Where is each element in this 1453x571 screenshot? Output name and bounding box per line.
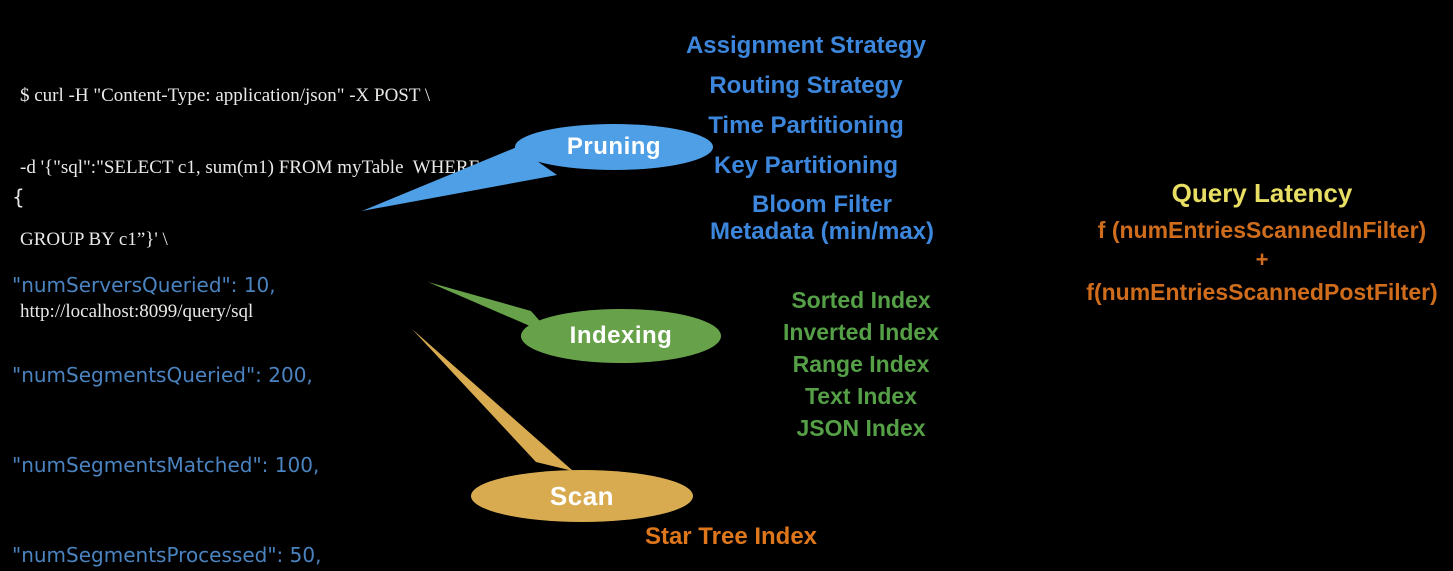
indexing-item-inverted-index: Inverted Index bbox=[783, 319, 939, 345]
json-field-numSegmentsQueried: "numSegmentsQueried": 200, bbox=[12, 363, 313, 387]
indexing-item-json-index: JSON Index bbox=[796, 415, 926, 441]
pruning-techniques-sublist: Bloom Filter Metadata (min/max) bbox=[647, 191, 997, 245]
terminal-command-line: $ curl -H "Content-Type: application/jso… bbox=[20, 85, 431, 106]
indexing-item-range-index: Range Index bbox=[792, 351, 930, 377]
terminal-command-line: http://localhost:8099/query/sql bbox=[20, 301, 254, 322]
pruning-techniques-list: Assignment Strategy Routing Strategy Tim… bbox=[631, 26, 981, 186]
json-open-brace: { bbox=[12, 185, 25, 209]
latency-term-post-filter: f(numEntriesScannedPostFilter) bbox=[1086, 279, 1438, 305]
scan-star-tree-index-label: Star Tree Index bbox=[644, 523, 818, 550]
json-field-numServersQueried: "numServersQueried": 10, bbox=[12, 273, 276, 297]
indexing-bubble-label: Indexing bbox=[569, 322, 673, 349]
scan-bubble-label: Scan bbox=[549, 481, 615, 511]
pruning-item-key-partitioning: Key Partitioning bbox=[713, 152, 899, 179]
indexing-techniques-list: Sorted Index Inverted Index Range Index … bbox=[686, 284, 1036, 444]
query-response-json: { "numServersQueried": 10, "numSegmentsQ… bbox=[12, 124, 418, 571]
terminal-command-line: GROUP BY c1”}' \ bbox=[20, 229, 168, 250]
pruning-item-bloom-filter: Bloom Filter bbox=[751, 191, 892, 218]
pruning-bubble-label: Pruning bbox=[566, 133, 662, 160]
indexing-item-sorted-index: Sorted Index bbox=[791, 287, 931, 313]
latency-plus-operator: + bbox=[1255, 247, 1269, 272]
json-field-numSegmentsMatched: "numSegmentsMatched": 100, bbox=[12, 453, 320, 477]
pruning-item-time-partitioning: Time Partitioning bbox=[708, 112, 904, 139]
pruning-item-assignment-strategy: Assignment Strategy bbox=[685, 32, 927, 59]
json-field-numSegmentsProcessed: "numSegmentsProcessed": 50, bbox=[12, 543, 322, 567]
pruning-item-routing-strategy: Routing Strategy bbox=[709, 72, 903, 99]
query-latency-formula: Query Latency f (numEntriesScannedInFilt… bbox=[1062, 178, 1453, 306]
pruning-item-metadata: Metadata (min/max) bbox=[709, 218, 935, 245]
query-latency-title: Query Latency bbox=[1171, 178, 1353, 208]
indexing-item-text-index: Text Index bbox=[804, 383, 918, 409]
latency-term-in-filter: f (numEntriesScannedInFilter) bbox=[1097, 217, 1427, 243]
